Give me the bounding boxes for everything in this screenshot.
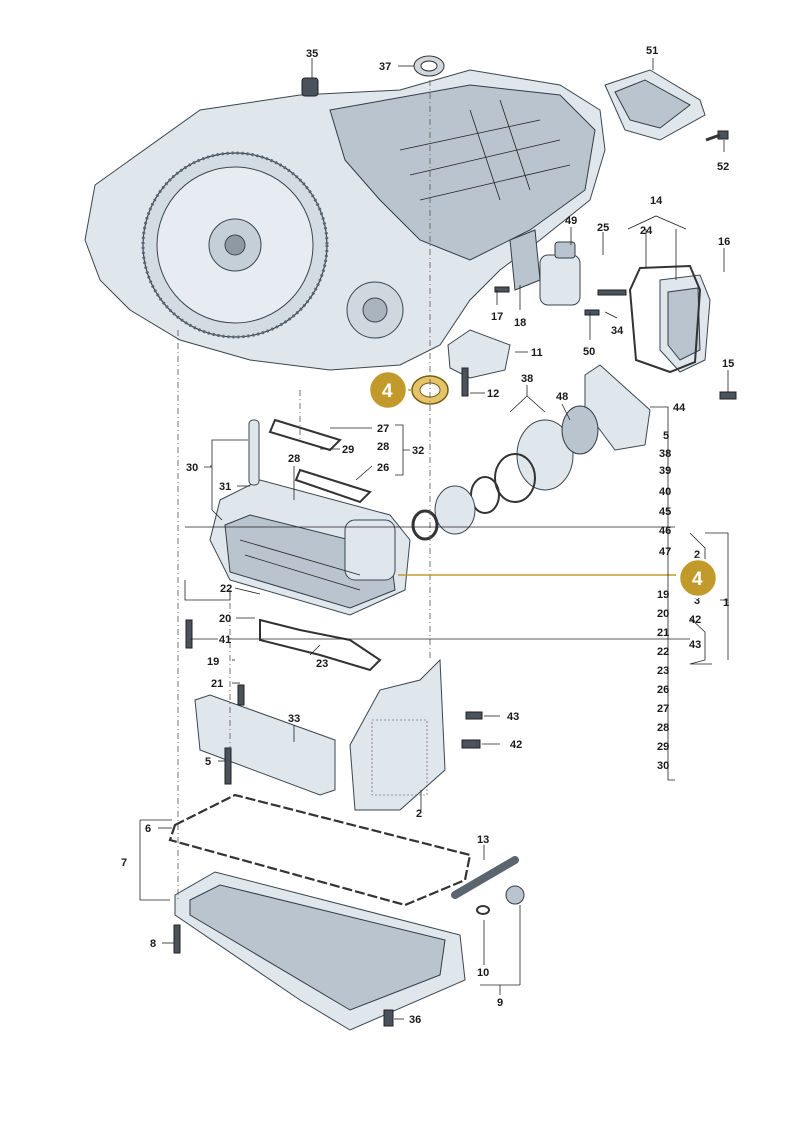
callout-35: 35	[306, 48, 318, 60]
callout-34: 34	[611, 325, 624, 337]
callout-37: 37	[379, 61, 391, 73]
callout-36: 36	[409, 1014, 421, 1026]
list-a-4: 45	[659, 506, 671, 518]
oil-pan	[174, 871, 466, 1031]
valve-body	[209, 479, 411, 616]
plug-35	[301, 77, 319, 97]
callout-44: 44	[673, 402, 686, 414]
bracket-18	[509, 229, 541, 291]
seal-37	[413, 55, 445, 77]
solenoid-49	[539, 241, 581, 306]
list-a-3: 40	[659, 486, 671, 498]
tube-31	[248, 419, 260, 486]
callout-23: 23	[316, 658, 328, 670]
callout-19a: 19	[207, 656, 219, 668]
list-c-9: 30	[657, 760, 669, 772]
plate-33	[194, 694, 336, 796]
callout-8: 8	[150, 938, 156, 950]
list-b-right-1: 43	[689, 639, 701, 651]
callout-29a: 29	[342, 444, 354, 456]
highlight-badge-upper[interactable]: 4	[367, 369, 409, 411]
list-c-8: 29	[657, 741, 669, 753]
callout-9: 9	[497, 997, 503, 1009]
gaskets-27-29	[268, 418, 372, 504]
list-c-5: 26	[657, 684, 669, 696]
callout-51: 51	[646, 45, 658, 57]
harness-23	[259, 618, 382, 672]
callout-22a: 22	[220, 583, 232, 595]
callout-50: 50	[583, 346, 595, 358]
list-c-0: 19	[657, 589, 669, 601]
callout-7: 7	[121, 857, 127, 869]
callout-21a: 21	[211, 678, 223, 690]
callout-14: 14	[650, 195, 663, 207]
callout-31: 31	[219, 481, 231, 493]
list-b-top: 2	[694, 549, 700, 561]
plug-9	[476, 885, 525, 915]
highlight-badge-lower-label: 4	[692, 569, 703, 590]
callout-5: 5	[205, 756, 211, 768]
callout-1: 1	[723, 597, 729, 609]
callout-labels: 35 37 51 52 14 24 16 49 25 17 18 34 50 1…	[121, 45, 734, 1026]
callout-11: 11	[531, 347, 543, 359]
highlight-badge-upper-label: 4	[382, 381, 393, 402]
list-c-2: 21	[657, 627, 669, 639]
bolts	[173, 286, 737, 1027]
bracket-51	[604, 69, 706, 141]
shaft-13	[451, 856, 519, 899]
callout-28a: 28	[377, 441, 389, 453]
callout-48: 48	[556, 391, 568, 403]
list-c-4: 23	[657, 665, 669, 677]
highlight-badge-lower[interactable]: 4	[677, 557, 719, 599]
callout-16: 16	[718, 236, 730, 248]
bolt-52	[705, 130, 729, 142]
gasket-24	[628, 264, 702, 374]
callout-6: 6	[145, 823, 151, 835]
callout-26: 26	[377, 462, 389, 474]
filter-2	[349, 658, 446, 811]
callout-13: 13	[477, 834, 489, 846]
leader-lines	[139, 58, 729, 1020]
callout-38: 38	[521, 373, 533, 385]
callout-18: 18	[514, 317, 526, 329]
list-a-1: 38	[659, 448, 671, 460]
list-b-bottom: 3	[694, 595, 700, 607]
callout-41: 41	[219, 634, 231, 646]
callout-30: 30	[186, 462, 198, 474]
callout-15: 15	[722, 358, 734, 370]
callout-2: 2	[416, 808, 422, 820]
callout-42: 42	[510, 739, 522, 751]
list-a-5: 46	[659, 525, 671, 537]
callout-24: 24	[640, 225, 653, 237]
callout-27: 27	[377, 423, 389, 435]
list-a-0: 5	[663, 430, 669, 442]
callout-28b: 28	[288, 453, 300, 465]
callout-17: 17	[491, 311, 503, 323]
gasket-6	[168, 793, 472, 907]
callout-52: 52	[717, 161, 729, 173]
callout-10: 10	[477, 967, 489, 979]
callout-43: 43	[507, 711, 519, 723]
callout-33: 33	[288, 713, 300, 725]
callout-25: 25	[597, 222, 609, 234]
list-a-6: 47	[659, 546, 671, 558]
list-c-7: 28	[657, 722, 669, 734]
list-c-1: 20	[657, 608, 669, 620]
callout-49: 49	[565, 215, 577, 227]
list-c-3: 22	[657, 646, 669, 658]
list-a-2: 39	[659, 465, 671, 477]
list-b-right-0: 42	[689, 614, 701, 626]
sensor-11	[447, 329, 511, 379]
transmission-housing	[84, 69, 606, 371]
list-c-6: 27	[657, 703, 669, 715]
seals-39-40	[411, 453, 536, 541]
callout-32: 32	[412, 445, 424, 457]
cover-14	[659, 274, 711, 373]
pump-38	[516, 405, 599, 491]
callout-12: 12	[487, 388, 499, 400]
callout-20a: 20	[219, 613, 231, 625]
